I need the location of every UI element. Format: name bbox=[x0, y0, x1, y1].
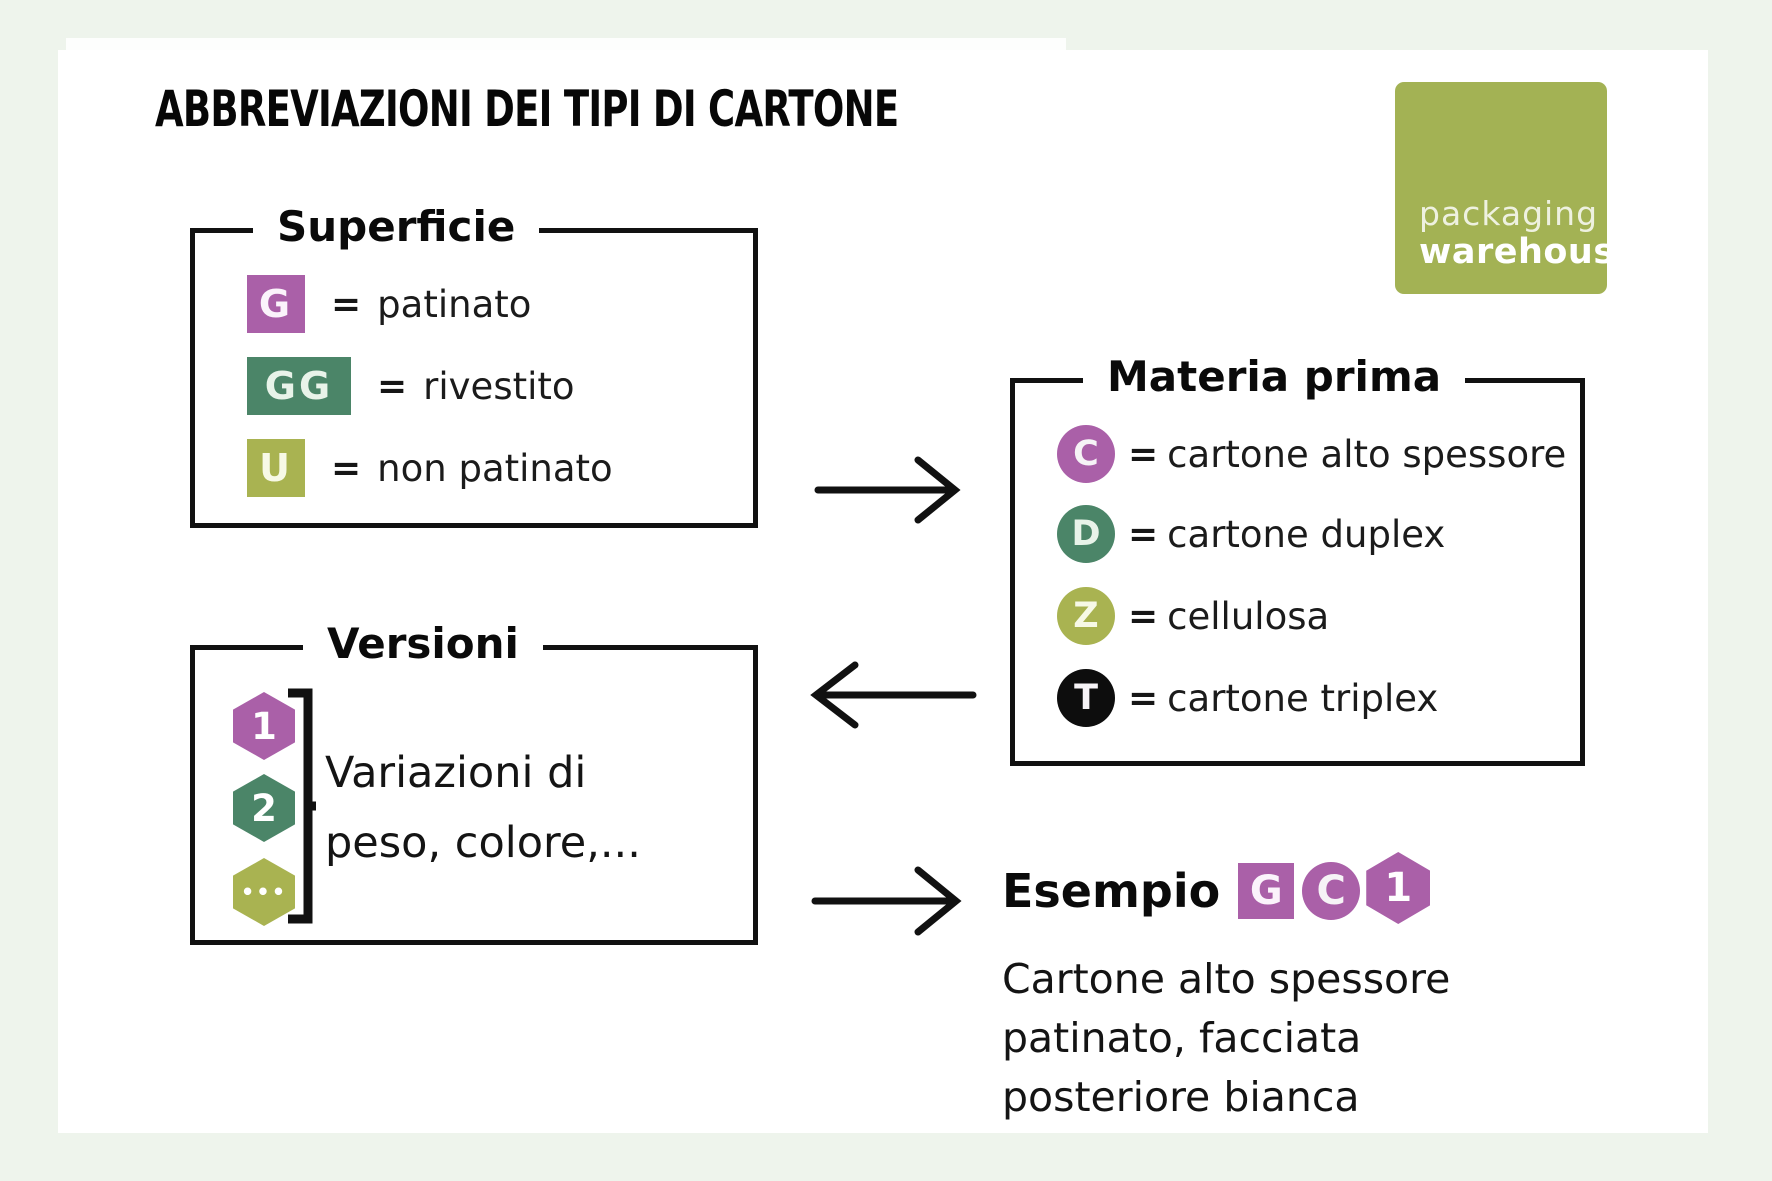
arrow-right-icon bbox=[811, 866, 962, 936]
superficie-label: rivestito bbox=[423, 364, 575, 408]
superficie-row-rivestito: GG = rivestito bbox=[247, 357, 575, 415]
materia-label: cartone triplex bbox=[1167, 676, 1439, 720]
equals-sign: = bbox=[331, 447, 362, 489]
materia-label: cellulosa bbox=[1167, 594, 1330, 638]
badge-c-icon: C bbox=[1057, 425, 1115, 483]
versioni-description-line1: Variazioni di bbox=[325, 748, 587, 798]
esempio-caption-line3: posteriore bianca bbox=[1002, 1073, 1360, 1121]
esempio-badge-1-icon: 1 bbox=[1366, 852, 1431, 924]
materia-row-triplex: T = cartone triplex bbox=[1057, 669, 1438, 727]
versioni-title: Versioni bbox=[303, 619, 543, 668]
superficie-box: Superficie G = patinato GG = rivestito U… bbox=[190, 202, 758, 528]
versioni-box: Versioni 1 2 ••• Variazioni di peso, col… bbox=[190, 619, 758, 945]
equals-sign: = bbox=[331, 283, 362, 325]
materia-prima-box: Materia prima C = cartone alto spessore … bbox=[1010, 352, 1585, 766]
infographic-canvas: ABBREVIAZIONI DEI TIPI DI CARTONE packag… bbox=[58, 50, 1708, 1133]
packaging-warehouse-logo: packaging warehouse bbox=[1395, 82, 1638, 294]
versioni-description: Variazioni di peso, colore,... bbox=[325, 738, 641, 878]
esempio-title: Esempio bbox=[1002, 864, 1221, 918]
equals-sign: = bbox=[1128, 595, 1159, 637]
badge-u-icon: U bbox=[247, 439, 305, 497]
equals-sign: = bbox=[1128, 433, 1159, 475]
logo-line-packaging: packaging bbox=[1419, 193, 1599, 233]
materia-prima-title: Materia prima bbox=[1083, 352, 1466, 401]
badge-g-icon: G bbox=[247, 275, 305, 333]
esempio-badge-g-icon: G bbox=[1238, 863, 1295, 919]
badge-gg-icon: GG bbox=[247, 357, 351, 415]
logo-text: packaging warehouse bbox=[1419, 193, 1639, 272]
equals-sign: = bbox=[1128, 677, 1159, 719]
esempio-row: Esempio G C 1 bbox=[1002, 852, 1431, 924]
superficie-label: non patinato bbox=[377, 446, 613, 490]
esempio-caption-line2: patinato, facciata bbox=[1002, 1014, 1362, 1062]
superficie-row-non-patinato: U = non patinato bbox=[247, 439, 613, 497]
materia-label: cartone alto spessore bbox=[1167, 432, 1567, 476]
materia-label: cartone duplex bbox=[1167, 512, 1446, 556]
arrow-right-icon bbox=[814, 456, 961, 524]
arrow-left-icon bbox=[810, 661, 977, 729]
materia-row-alto-spessore: C = cartone alto spessore bbox=[1057, 425, 1566, 483]
badge-z-icon: Z bbox=[1057, 587, 1115, 645]
logo-line-warehouse: warehouse bbox=[1419, 231, 1639, 272]
materia-row-duplex: D = cartone duplex bbox=[1057, 505, 1445, 563]
superficie-title: Superficie bbox=[253, 202, 540, 251]
materia-row-cellulosa: Z = cellulosa bbox=[1057, 587, 1329, 645]
equals-sign: = bbox=[1128, 513, 1159, 555]
esempio-caption: Cartone alto spessore patinato, facciata… bbox=[1002, 950, 1450, 1127]
esempio-badge-c-icon: C bbox=[1302, 862, 1361, 920]
versioni-description-line2: peso, colore,... bbox=[325, 818, 641, 868]
badge-d-icon: D bbox=[1057, 505, 1115, 563]
esempio-caption-line1: Cartone alto spessore bbox=[1002, 955, 1451, 1003]
badge-t-icon: T bbox=[1057, 669, 1115, 727]
group-bracket-icon bbox=[288, 688, 316, 924]
superficie-row-patinato: G = patinato bbox=[247, 275, 531, 333]
page-title: ABBREVIAZIONI DEI TIPI DI CARTONE bbox=[155, 80, 899, 138]
superficie-label: patinato bbox=[377, 282, 532, 326]
equals-sign: = bbox=[377, 365, 408, 407]
background-notch bbox=[66, 38, 1066, 52]
